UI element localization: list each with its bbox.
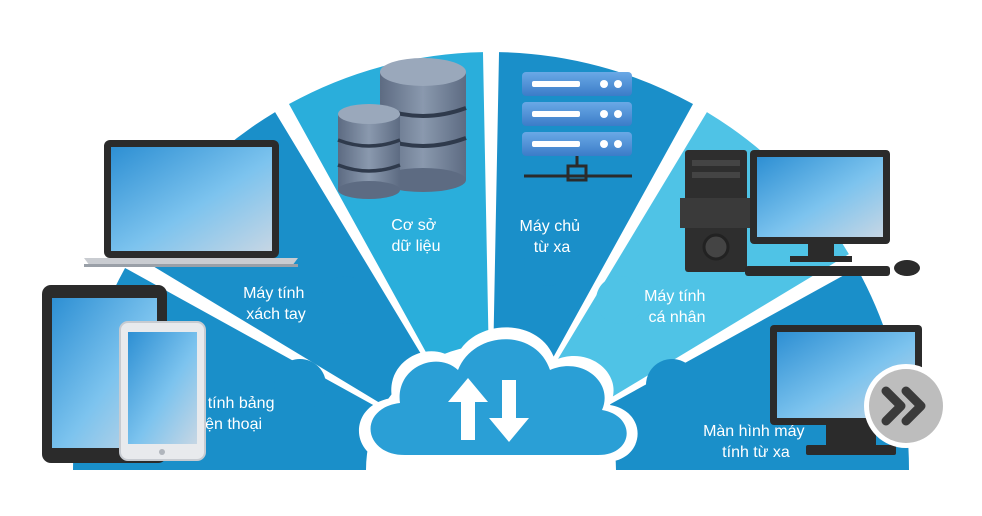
label-server: Máy chủ từ xa <box>520 218 585 256</box>
desktop-pc-icon <box>680 150 920 276</box>
label-remote: Màn hình máy tính từ xa <box>703 423 809 461</box>
database-icon <box>337 58 467 199</box>
segment-bumps <box>274 238 698 411</box>
double-chevron-right-icon <box>864 364 948 448</box>
server-icon <box>522 72 632 182</box>
cloud-upload-download-icon <box>358 327 638 462</box>
phone-icon <box>119 321 206 461</box>
segment-labels: Máy tính bảng Điện thoại Máy tính xách t… <box>173 217 809 461</box>
laptop-icon <box>84 140 298 267</box>
label-database: Cơ sở dữ liệu <box>391 217 440 255</box>
label-pc: Máy tính cá nhân <box>644 288 710 326</box>
label-laptop: Máy tính xách tay <box>243 285 309 323</box>
